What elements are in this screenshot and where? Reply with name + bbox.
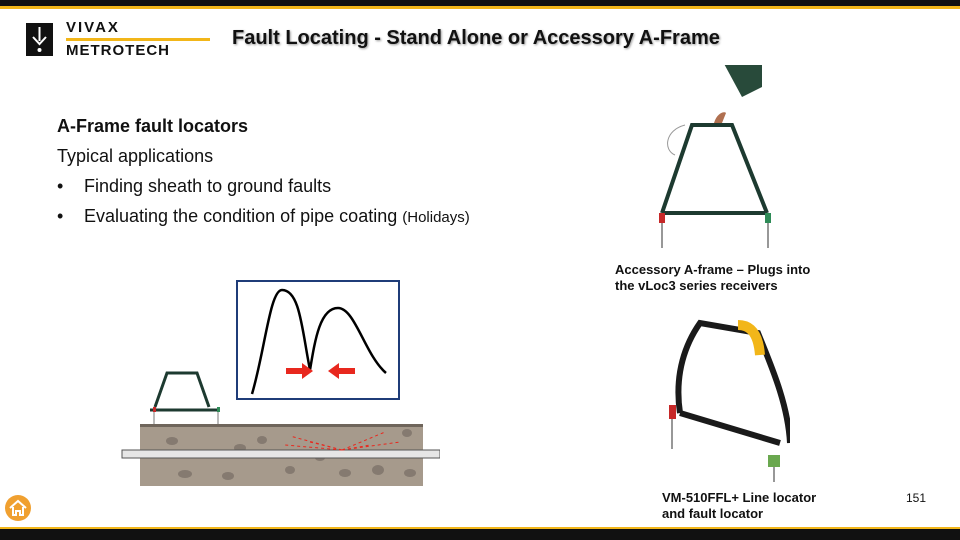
accessory-a-frame-image xyxy=(659,65,771,248)
logo-icon xyxy=(26,23,53,56)
page-title: Fault Locating - Stand Alone or Accessor… xyxy=(232,27,720,49)
section-heading: A-Frame fault locators xyxy=(57,116,249,136)
arrow-right-icon xyxy=(286,363,313,379)
page-number: 151 xyxy=(906,491,927,505)
brand-top: VIVAX xyxy=(66,19,120,36)
bullet-note: (Holidays) xyxy=(402,209,470,226)
brand-divider xyxy=(66,38,210,41)
subheading: Typical applications xyxy=(57,146,214,166)
vm-510ffl-image xyxy=(669,319,790,482)
arrow-left-icon xyxy=(328,363,355,379)
home-icon[interactable] xyxy=(4,494,32,527)
fault-diagram xyxy=(121,280,440,486)
brand-bottom: METROTECH xyxy=(66,42,170,59)
bullet-item: •Finding sheath to ground faults xyxy=(57,176,332,196)
pipe xyxy=(121,449,440,459)
bullet-text: Finding sheath to ground faults xyxy=(84,176,332,196)
bottom-bar xyxy=(0,527,960,540)
bullet-item: •Evaluating the condition of pipe coatin… xyxy=(57,206,470,226)
bullet-text: Evaluating the condition of pipe coating xyxy=(84,206,398,226)
signal-graph-frame xyxy=(236,280,400,400)
a-frame-small xyxy=(150,371,220,412)
top-bar xyxy=(0,0,960,9)
